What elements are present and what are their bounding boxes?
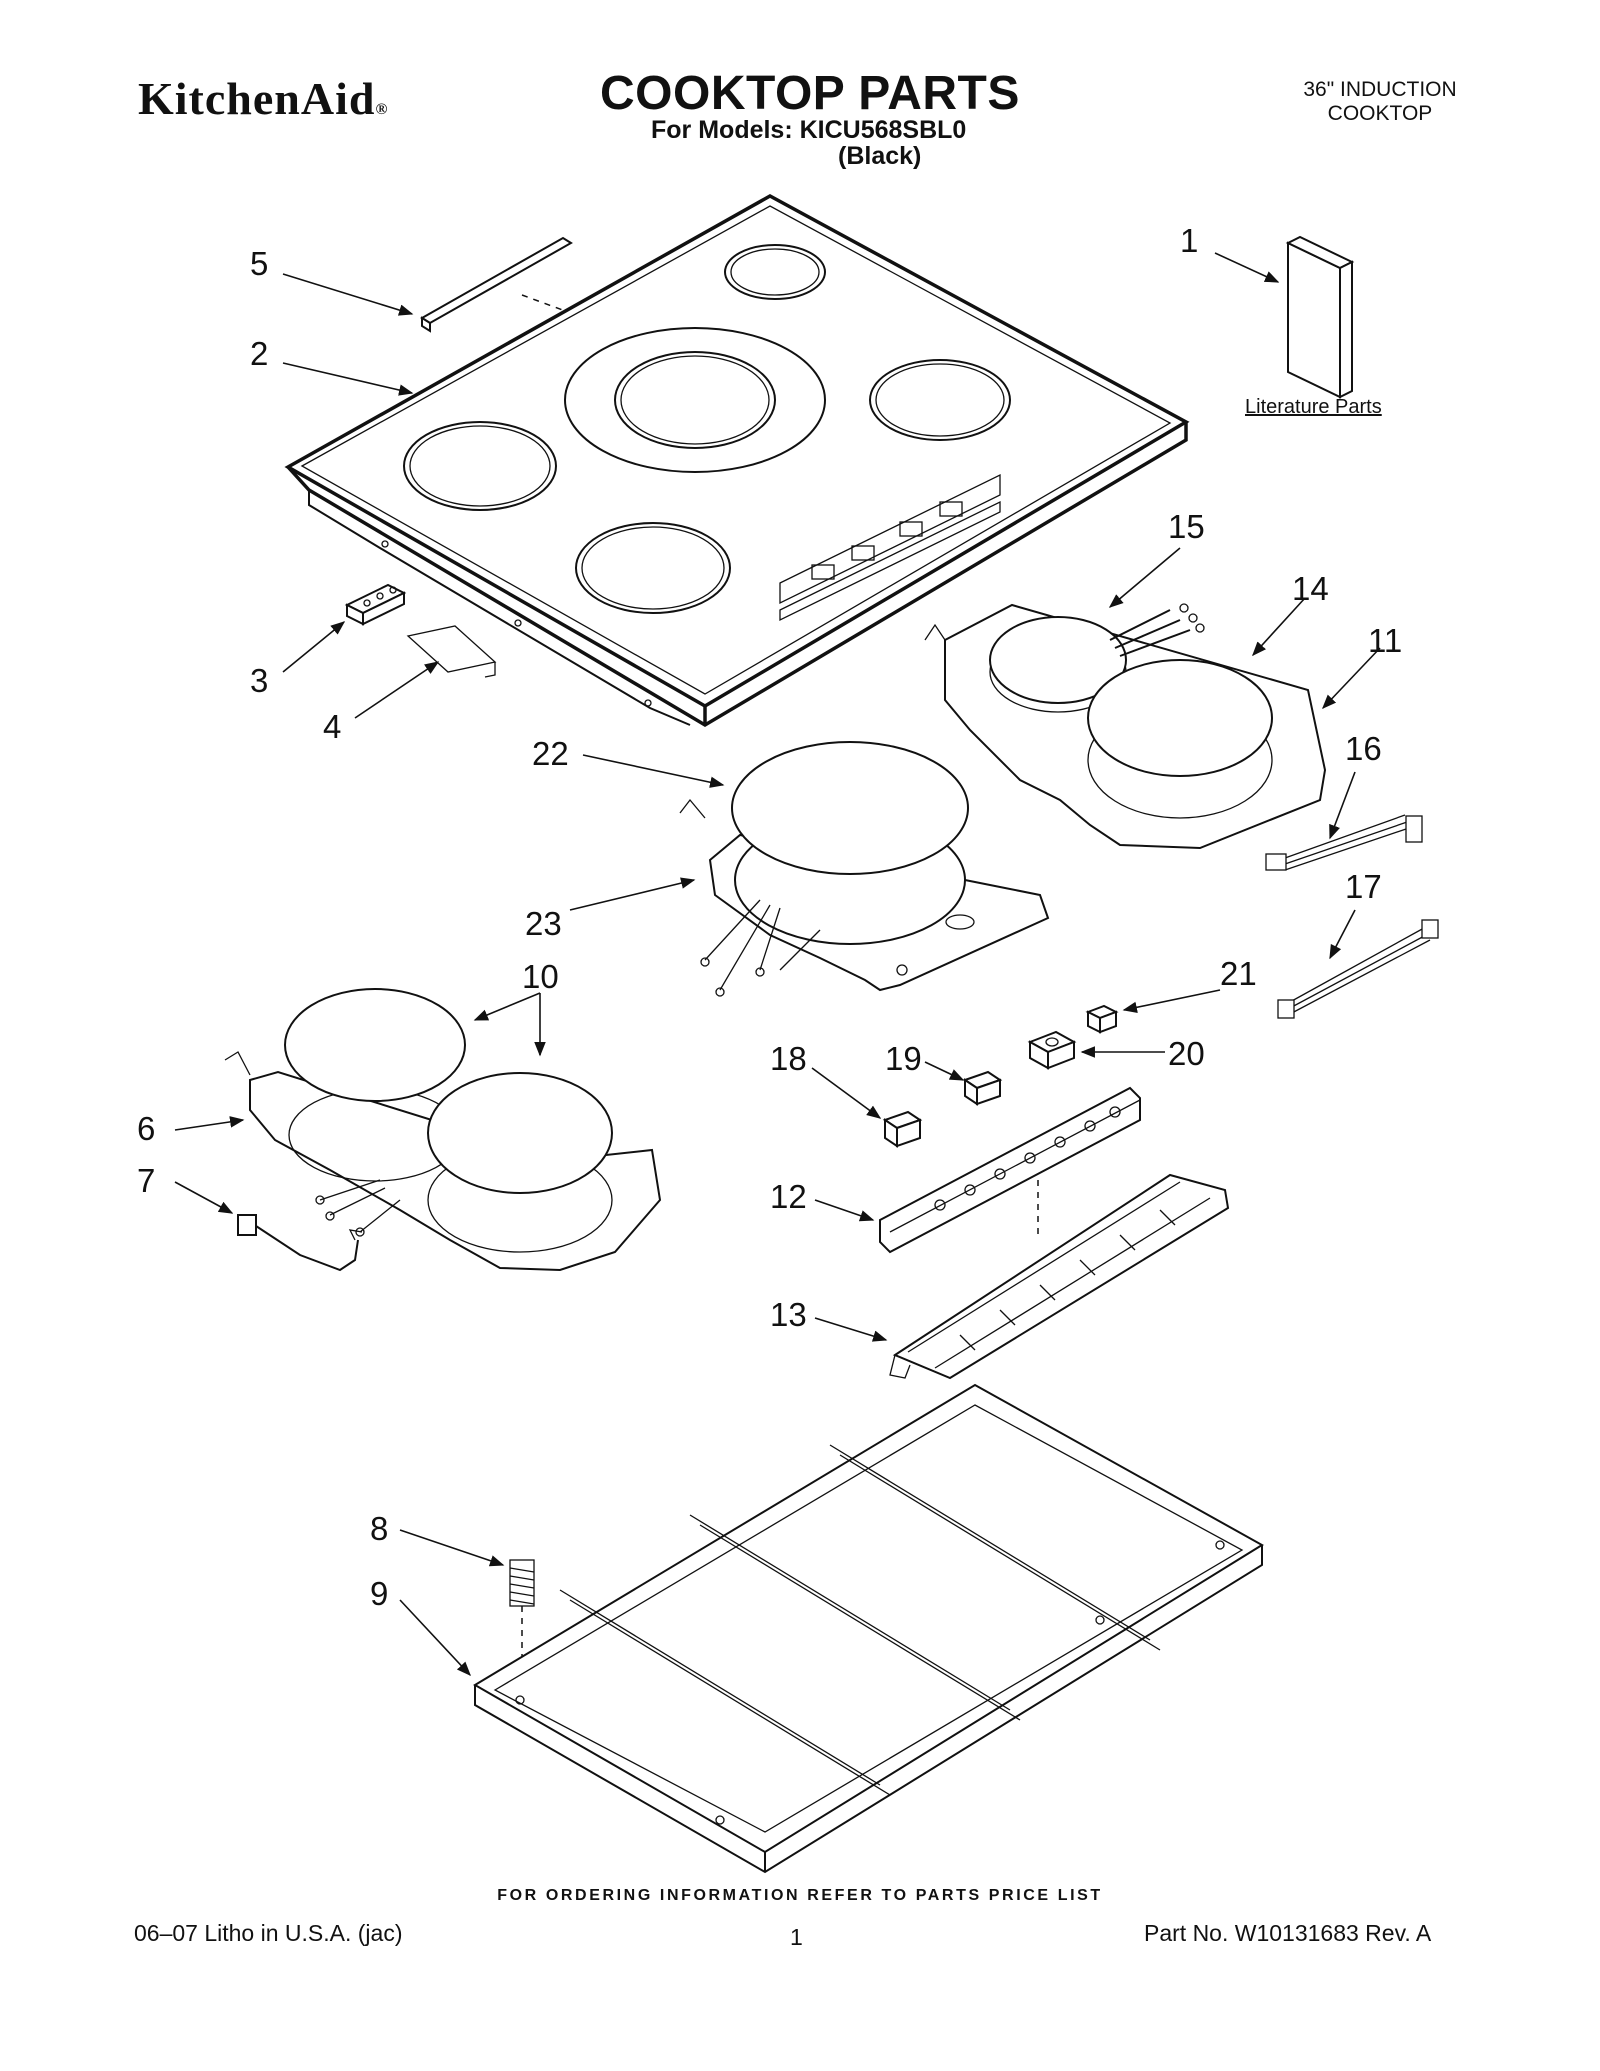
callout-18: 18 bbox=[770, 1040, 807, 1077]
product-type: 36" INDUCTION COOKTOP bbox=[1280, 78, 1480, 126]
callout-15: 15 bbox=[1168, 508, 1205, 545]
callout-13: 13 bbox=[770, 1296, 807, 1333]
callout-4: 4 bbox=[323, 708, 342, 745]
callout-12: 12 bbox=[770, 1178, 807, 1215]
base-frame bbox=[473, 1383, 1264, 1874]
module-20 bbox=[1027, 1030, 1077, 1070]
center-element-assembly bbox=[679, 741, 1050, 997]
page-title: COOKTOP PARTS bbox=[600, 67, 1020, 120]
spring bbox=[509, 1559, 535, 1688]
left-element-assembly bbox=[224, 988, 662, 1272]
callout-20: 20 bbox=[1168, 1035, 1205, 1072]
models-line: For Models: KICU568SBL0 bbox=[651, 116, 967, 144]
mounting-bracket bbox=[344, 583, 407, 626]
glass-cooktop bbox=[284, 194, 1190, 728]
product-type-line-1: 36" INDUCTION bbox=[1303, 78, 1457, 101]
page-number: 1 bbox=[790, 1924, 803, 1950]
callout-5: 5 bbox=[250, 245, 269, 282]
callout-23: 23 bbox=[525, 905, 562, 942]
module-19 bbox=[962, 1070, 1003, 1106]
ordering-info: FOR ORDERING INFORMATION REFER TO PARTS … bbox=[497, 1887, 1103, 1904]
registered-mark: ® bbox=[375, 101, 389, 118]
color-line: (Black) bbox=[838, 142, 922, 170]
callout-19: 19 bbox=[885, 1040, 922, 1077]
board-housing bbox=[889, 1173, 1230, 1380]
brand-name: KitchenAid bbox=[138, 73, 376, 124]
heat-shield bbox=[406, 625, 497, 678]
module-21 bbox=[1085, 1004, 1119, 1034]
literature-parts-label: Literature Parts bbox=[1245, 396, 1382, 418]
sensor bbox=[237, 1214, 363, 1272]
callout-8: 8 bbox=[370, 1510, 389, 1547]
part-number: Part No. W10131683 Rev. A bbox=[1144, 1920, 1432, 1946]
callout-10: 10 bbox=[522, 958, 559, 995]
callout-11: 11 bbox=[1368, 622, 1403, 659]
small-components bbox=[882, 1004, 1119, 1148]
control-board bbox=[879, 1086, 1141, 1254]
right-element-assembly bbox=[924, 603, 1327, 850]
callout-6: 6 bbox=[137, 1110, 156, 1147]
callout-1: 1 bbox=[1180, 222, 1199, 259]
callout-17: 17 bbox=[1345, 868, 1382, 905]
product-type-line-2: COOKTOP bbox=[1327, 102, 1433, 125]
trim-strip bbox=[420, 236, 573, 333]
brand-logo: KitchenAid® bbox=[138, 72, 388, 125]
wire-harness-16 bbox=[1265, 814, 1423, 871]
callout-9: 9 bbox=[370, 1575, 389, 1612]
module-18 bbox=[882, 1110, 923, 1148]
leader-arrows bbox=[174, 252, 1381, 1677]
callout-2: 2 bbox=[250, 335, 269, 372]
literature-booklet bbox=[1285, 235, 1355, 399]
callout-16: 16 bbox=[1345, 730, 1382, 767]
wire-harness-17 bbox=[1277, 919, 1439, 1019]
callout-7: 7 bbox=[137, 1162, 156, 1199]
callout-21: 21 bbox=[1220, 955, 1257, 992]
callout-3: 3 bbox=[250, 662, 269, 699]
callout-14: 14 bbox=[1292, 570, 1329, 607]
callout-22: 22 bbox=[532, 735, 569, 772]
litho-info: 06–07 Litho in U.S.A. (jac) bbox=[134, 1920, 403, 1946]
